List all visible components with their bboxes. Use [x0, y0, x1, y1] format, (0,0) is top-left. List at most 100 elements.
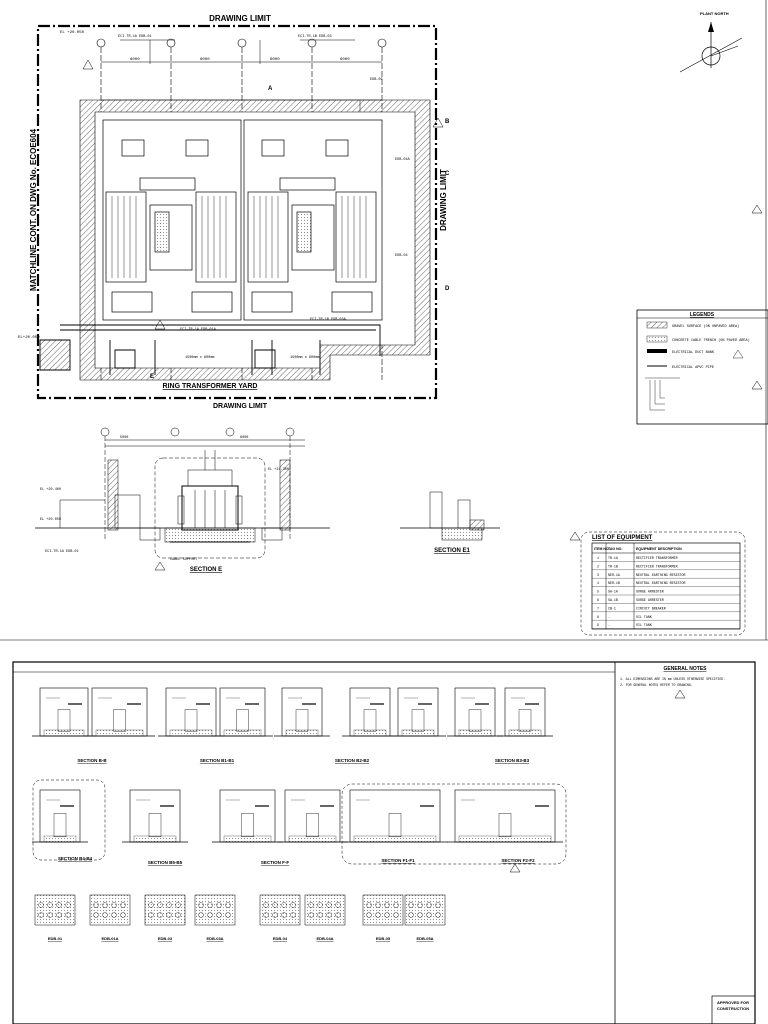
svg-text:ECI-TR-1A EDB-01: ECI-TR-1A EDB-01 [45, 550, 79, 554]
equipment-cell: TR-1B [608, 564, 618, 568]
section-panel [39, 687, 89, 737]
matchline-label: MATCHLINE CONT. ON DWG No. ECOE604 [29, 128, 38, 291]
lower-sheet: GENERAL NOTES 1. ALL DIMENSIONS ARE IN m… [12, 661, 756, 1024]
equipment-cell: SURGE ARRESTER [636, 590, 664, 594]
section-panel [129, 789, 181, 843]
north-label: PLANT NORTH [700, 11, 729, 16]
section-e1-title: SECTION E1 [434, 548, 470, 554]
section-label: SECTION B2-B2 [335, 758, 370, 763]
equipment-cell: RECTIFIER TRANSFORMER [636, 564, 678, 568]
equipment-cell: 6 [597, 598, 599, 602]
legend-item-ductbank: ELECTRICAL DUCT BANK [672, 351, 715, 355]
duct-label: EDB-03A [206, 936, 223, 941]
svg-text:6000: 6000 [270, 58, 280, 62]
section-panel [219, 687, 266, 737]
section-e-title: SECTION E [190, 567, 222, 573]
plan-view: DRAWING LIMIT DRAWING LIMIT DRAWING LIMI… [18, 14, 450, 410]
svg-text:CABLE SUPPORT: CABLE SUPPORT [170, 558, 197, 562]
svg-text:ECI-TR-1A EDB-01: ECI-TR-1A EDB-01 [118, 35, 152, 39]
section-label: SECTION B5-B5 [148, 860, 183, 865]
duct-bank [144, 894, 186, 926]
right-limit-label: DRAWING LIMIT [439, 169, 448, 231]
equipment-cell: NEUTRAL EARTHING RESISTOR [636, 581, 685, 585]
duct-label: EDB-01 [48, 936, 63, 941]
svg-text:EL +21.300: EL +21.300 [268, 468, 289, 472]
drawing-limit-boundary [36, 24, 438, 400]
svg-text:EL +20.050: EL +20.050 [60, 31, 85, 35]
svg-text:ECI-TR-1B EDB-03: ECI-TR-1B EDB-03 [298, 35, 332, 39]
section-label: SECTION F2-F2 [501, 858, 535, 863]
equipment-cell: 2 [597, 564, 599, 568]
equipment-cell: 8 [597, 615, 599, 619]
north-arrow: PLANT NORTH [679, 11, 743, 73]
equipment-header: EQUIPMENT DESCRIPTION [636, 547, 682, 551]
equipment-cell: 1 [597, 556, 599, 560]
equipment-cell: 7 [597, 606, 599, 610]
equipment-cell: - [608, 623, 610, 627]
yard-title: RING TRANSFORMER YARD [163, 383, 258, 390]
legend-item-gravel: GRAVEL SURFACE (ON UNPAVED AREA) [672, 324, 739, 329]
svg-text:6000: 6000 [130, 58, 140, 62]
legend-title: LEGENDS [690, 312, 715, 318]
equipment-cell: OIL TANK [636, 615, 652, 619]
duct-bank [89, 894, 131, 926]
section-panel [39, 789, 81, 843]
section-panel [284, 789, 341, 843]
equipment-cell: CIRCUIT BREAKER [636, 606, 666, 610]
duct-label: EDB-05 [376, 936, 391, 941]
svg-text:EL +20.400: EL +20.400 [40, 488, 61, 492]
section-panel [454, 687, 496, 737]
cable-trench [39, 324, 381, 375]
duct-bank [304, 894, 346, 926]
section-panel [165, 687, 217, 737]
svg-text:6000: 6000 [340, 58, 350, 62]
equipment-header: ITEM NO. [594, 547, 610, 551]
equipment-cell: SA-1B [608, 598, 618, 602]
duct-label: EDB-04 [273, 936, 288, 941]
section-panel [454, 789, 556, 843]
svg-text:EL+20.050: EL+20.050 [18, 336, 40, 340]
transformer-bays [102, 119, 383, 321]
duct-bank [362, 894, 404, 926]
section-label: SECTION F-F [261, 860, 289, 865]
grid-b-label: B [445, 119, 450, 125]
duct-bank [259, 894, 301, 926]
section-label: SECTION B-B [77, 758, 107, 763]
equipment-cell: NER-1B [608, 581, 620, 585]
section-label: SECTION B1-B1 [200, 758, 235, 763]
section-panel [91, 687, 148, 737]
approval-stamp [711, 995, 756, 1024]
svg-text:ECI-TR-1B EDB-03A: ECI-TR-1B EDB-03A [310, 318, 347, 322]
svg-text:1500mm x 600mm: 1500mm x 600mm [290, 356, 319, 360]
svg-text:EDB-04: EDB-04 [395, 254, 408, 258]
duct-label: EDB-01A [101, 936, 118, 941]
equipment-header: TAG NO. [608, 547, 622, 551]
equipment-cell: SA-1A [608, 590, 618, 594]
equipment-cell: 5 [597, 590, 599, 594]
bottom-limit-label: DRAWING LIMIT [213, 403, 268, 410]
equipment-cell: - [608, 615, 610, 619]
equipment-cell: SURGE ARRESTER [636, 598, 664, 602]
equipment-cell: TR-1A [608, 556, 618, 560]
stamp-line-1: APPROVED FOR [717, 1000, 749, 1005]
equipment-cell: RECTIFIER TRANSFORMER [636, 556, 678, 560]
section-panel [504, 687, 546, 737]
section-panel [397, 687, 439, 737]
equipment-table: LIST OF EQUIPMENT ITEM NO.TAG NO. EQUIPME… [569, 531, 746, 636]
duct-label: EDB-05A [416, 936, 433, 941]
equipment-cell: NER-1A [608, 573, 620, 577]
svg-text:6000: 6000 [200, 58, 210, 62]
svg-text:1500mm x 600mm: 1500mm x 600mm [185, 356, 214, 360]
equipment-cell: 3 [597, 573, 599, 577]
equipment-cell: CB-1 [608, 606, 616, 610]
section-label: SECTION B3-B3 [495, 758, 530, 763]
stamp-line-2: CONSTRUCTION [717, 1006, 749, 1011]
section-label: SECTION B4-B4 [58, 856, 93, 861]
equipment-cell: 9 [597, 623, 599, 627]
top-limit-label: DRAWING LIMIT [209, 14, 271, 23]
section-panel [281, 687, 323, 737]
legend-item-trench: CONCRETE CABLE TRENCH (ON PAVED AREA) [672, 338, 750, 343]
equipment-title: LIST OF EQUIPMENT [592, 535, 653, 541]
